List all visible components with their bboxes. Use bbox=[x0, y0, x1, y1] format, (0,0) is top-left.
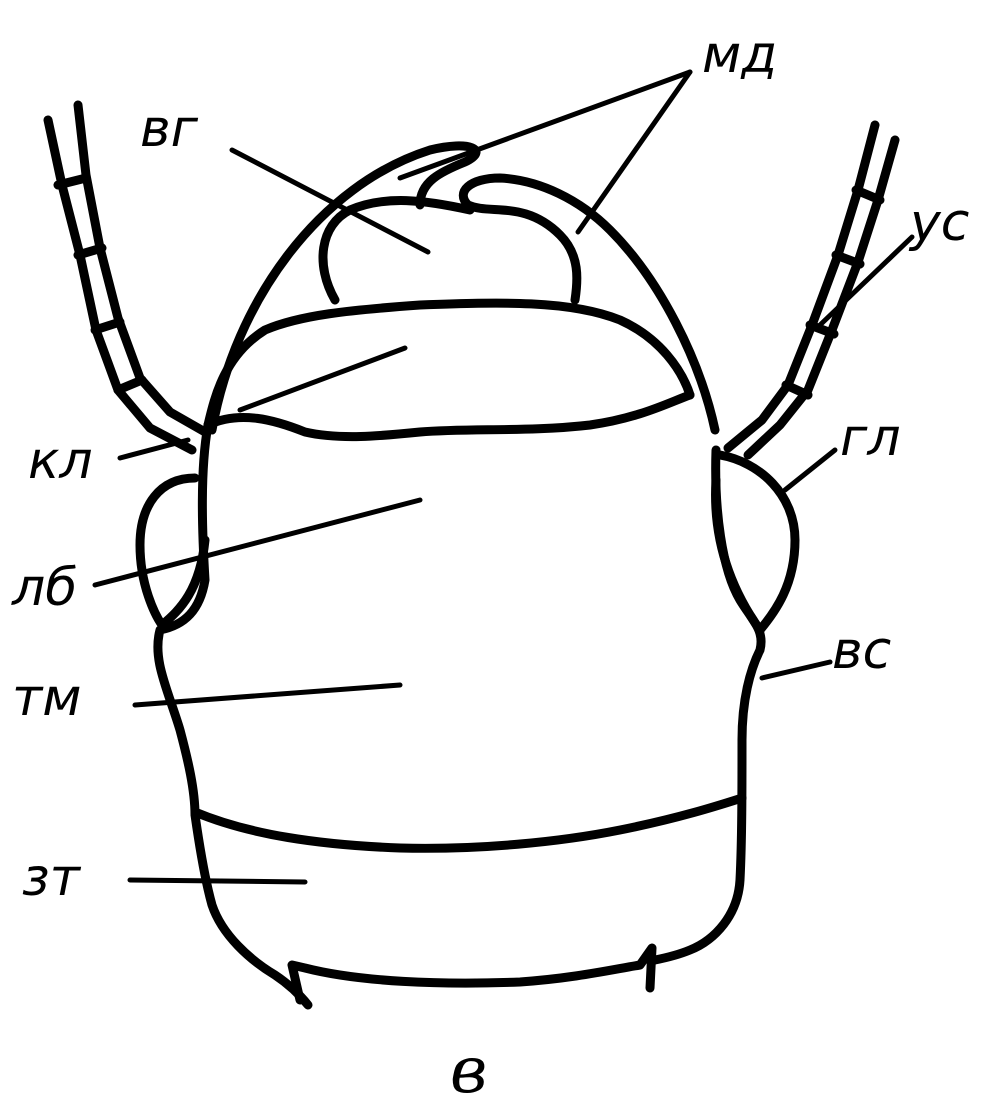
label-gl: гл bbox=[840, 408, 901, 468]
posterior-margin bbox=[292, 948, 652, 1000]
figure-caption: в bbox=[450, 1034, 487, 1104]
label-tm: тм bbox=[12, 668, 82, 728]
label-us: ус bbox=[908, 193, 969, 253]
occipital-suture bbox=[195, 798, 742, 848]
head-right-side bbox=[655, 450, 761, 960]
label-lb: лб bbox=[11, 558, 77, 618]
left-mandible bbox=[212, 146, 476, 430]
label-vg: вг bbox=[140, 99, 199, 159]
right-eye bbox=[716, 455, 795, 630]
label-vs: вс bbox=[832, 621, 891, 681]
head-left-side bbox=[158, 425, 308, 1005]
label-md: мд bbox=[702, 25, 777, 85]
label-zt: зт bbox=[22, 848, 82, 908]
clypeus-lower-edge bbox=[208, 395, 690, 437]
upper-lip bbox=[323, 201, 470, 300]
clypeus bbox=[208, 303, 690, 425]
leader-lines bbox=[95, 72, 912, 882]
label-kl: кл bbox=[28, 431, 93, 491]
right-antenna bbox=[728, 125, 895, 455]
